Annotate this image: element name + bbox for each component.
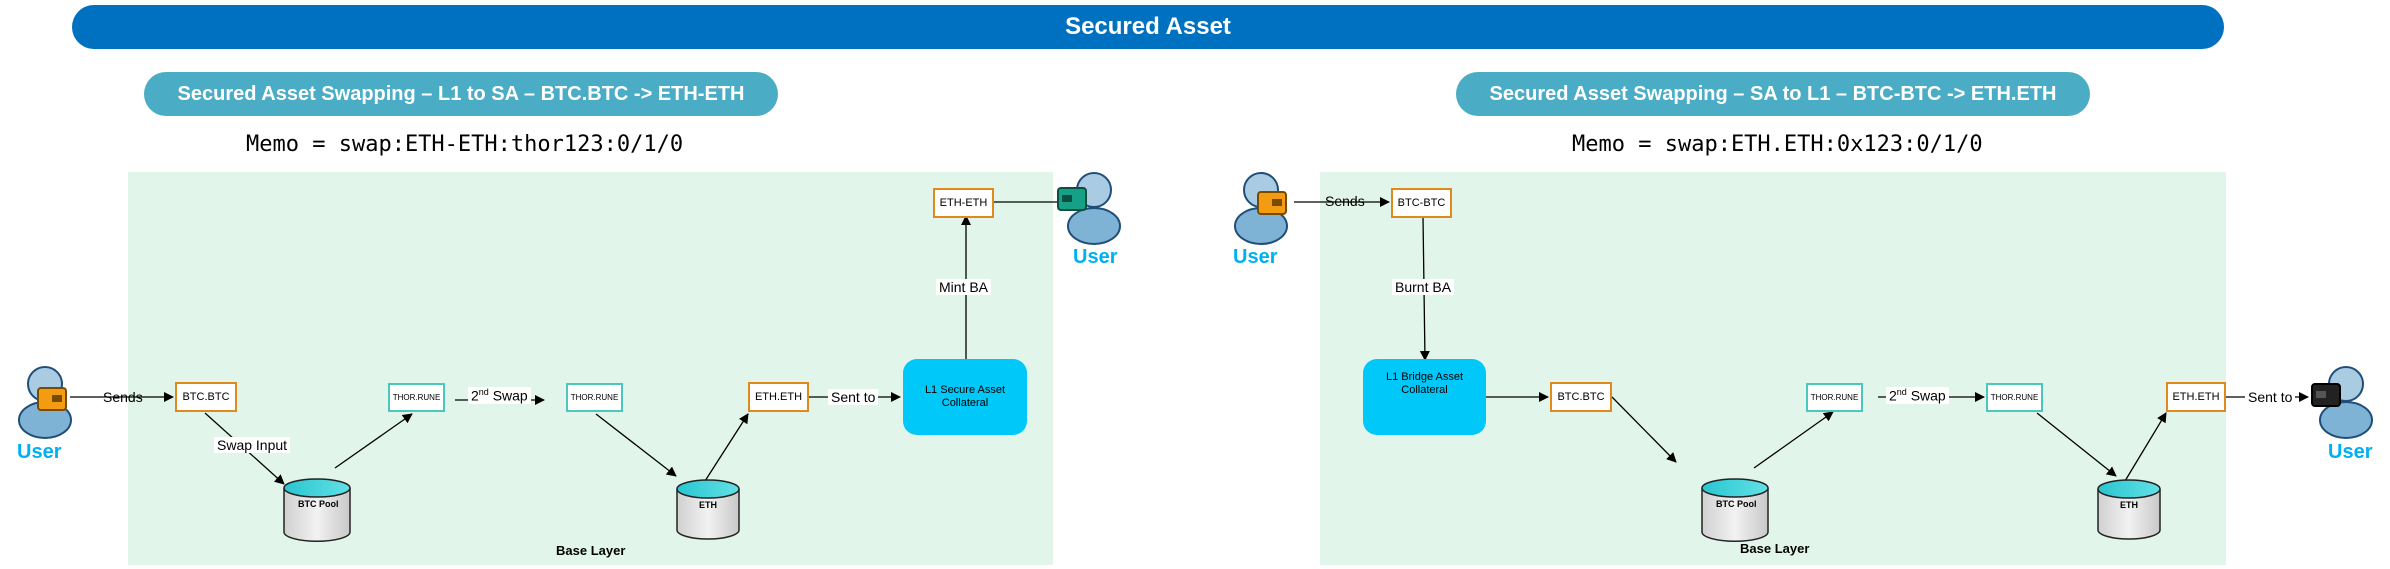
left-edge-sent-to-label: Sent to — [828, 389, 879, 405]
edge-right-pool-rune — [1753, 411, 1834, 469]
left-edge-mint-label: Mint BA — [936, 279, 992, 295]
left-thor-rune-box-1: THOR.RUNE — [388, 383, 445, 412]
left-memo: Memo = swap:ETH-ETH:thor123:0/1/0 — [246, 132, 684, 157]
left-edge-second-swap-label: 2nd Swap — [468, 387, 531, 404]
edge-right-rune-eth — [2036, 412, 2117, 477]
right-btc-pool-label: BTC Pool — [1716, 499, 1757, 509]
right-base-layer-label: Base Layer — [1740, 541, 1810, 556]
edge-left-rune-eth — [595, 413, 677, 477]
left-eth-pool-label: ETH — [699, 500, 717, 510]
edge-right-btc-pool — [1611, 396, 1677, 463]
left-collateral-line1: L1 Secure Asset — [924, 384, 1006, 396]
left-user-icon — [18, 366, 72, 439]
right-edge-second-swap-label: 2nd Swap — [1886, 387, 1949, 404]
right-btc-btc-box: BTC.BTC — [1550, 382, 1612, 412]
edge-left-btcpool-rune — [334, 413, 413, 469]
left-btc-pool-label: BTC Pool — [298, 499, 339, 509]
right-thor-rune-box-1: THOR.RUNE — [1806, 383, 1863, 412]
left-edge-swap-input-label: Swap Input — [214, 437, 291, 453]
right-receiver-user-label: User — [2328, 441, 2373, 463]
page-title-banner: Secured Asset — [72, 5, 2224, 49]
left-base-layer-panel — [128, 172, 1053, 565]
right-edge-sent-to-label: Sent to — [2245, 389, 2296, 405]
right-eth-pool-cylinder — [2097, 479, 2161, 540]
left-eth-dash-eth-box: ETH-ETH — [933, 188, 994, 218]
right-edges — [1294, 197, 2309, 482]
right-second-swap-text: Swap — [1906, 387, 1946, 404]
left-btc-pool-cylinder — [283, 478, 351, 543]
right-second-swap-sup: nd — [1896, 387, 1907, 397]
left-eth-pool-cylinder — [676, 479, 740, 540]
left-eth-eth-box: ETH.ETH — [748, 382, 809, 412]
left-section-title-text: Secured Asset Swapping – L1 to SA – BTC.… — [177, 82, 745, 105]
left-second-swap-num: 2 — [471, 387, 479, 404]
left-thor-rune-box-2: THOR.RUNE — [566, 383, 623, 412]
right-eth-pool-label: ETH — [2120, 500, 2138, 510]
left-receiver-user-icon — [1057, 172, 1121, 245]
right-section-title: Secured Asset Swapping – SA to L1 – BTC-… — [1456, 72, 2090, 116]
left-section-title: Secured Asset Swapping – L1 to SA – BTC.… — [144, 72, 778, 116]
left-sender-user-label: User — [17, 441, 62, 463]
left-collateral-line2: Collateral — [941, 397, 989, 409]
right-edge-burnt-label: Burnt BA — [1392, 279, 1455, 295]
right-sender-user-label: User — [1233, 246, 1278, 268]
right-eth-eth-box: ETH.ETH — [2166, 382, 2226, 412]
right-collateral-line1: L1 Bridge Asset — [1385, 371, 1464, 383]
right-section-title-text: Secured Asset Swapping – SA to L1 – BTC-… — [1489, 82, 2057, 105]
edge-left-eth-ethbox — [704, 413, 749, 482]
right-collateral-line2: Collateral — [1401, 384, 1448, 396]
right-btc-dash-btc-box: BTC-BTC — [1391, 188, 1452, 218]
left-second-swap-sup: nd — [478, 387, 489, 397]
right-thor-rune-box-2: THOR.RUNE — [1986, 383, 2043, 412]
left-btc-btc-box: BTC.BTC — [175, 382, 237, 412]
right-btc-pool-cylinder — [1701, 478, 1769, 543]
right-second-swap-num: 2 — [1889, 387, 1897, 404]
left-receiver-user-label: User — [1073, 246, 1118, 268]
left-second-swap-text: Swap — [488, 387, 528, 404]
right-receiver-user-icon — [2311, 366, 2373, 439]
left-edge-sends-label: Sends — [103, 389, 143, 405]
edge-right-eth-ethbox — [2124, 412, 2167, 482]
left-base-layer-label: Base Layer — [556, 543, 626, 558]
right-memo: Memo = swap:ETH.ETH:0x123:0/1/0 — [1572, 132, 1983, 157]
right-edge-sends-label: Sends — [1325, 193, 1365, 209]
page-title: Secured Asset — [1065, 13, 1231, 40]
right-sender-user-icon — [1234, 172, 1288, 245]
